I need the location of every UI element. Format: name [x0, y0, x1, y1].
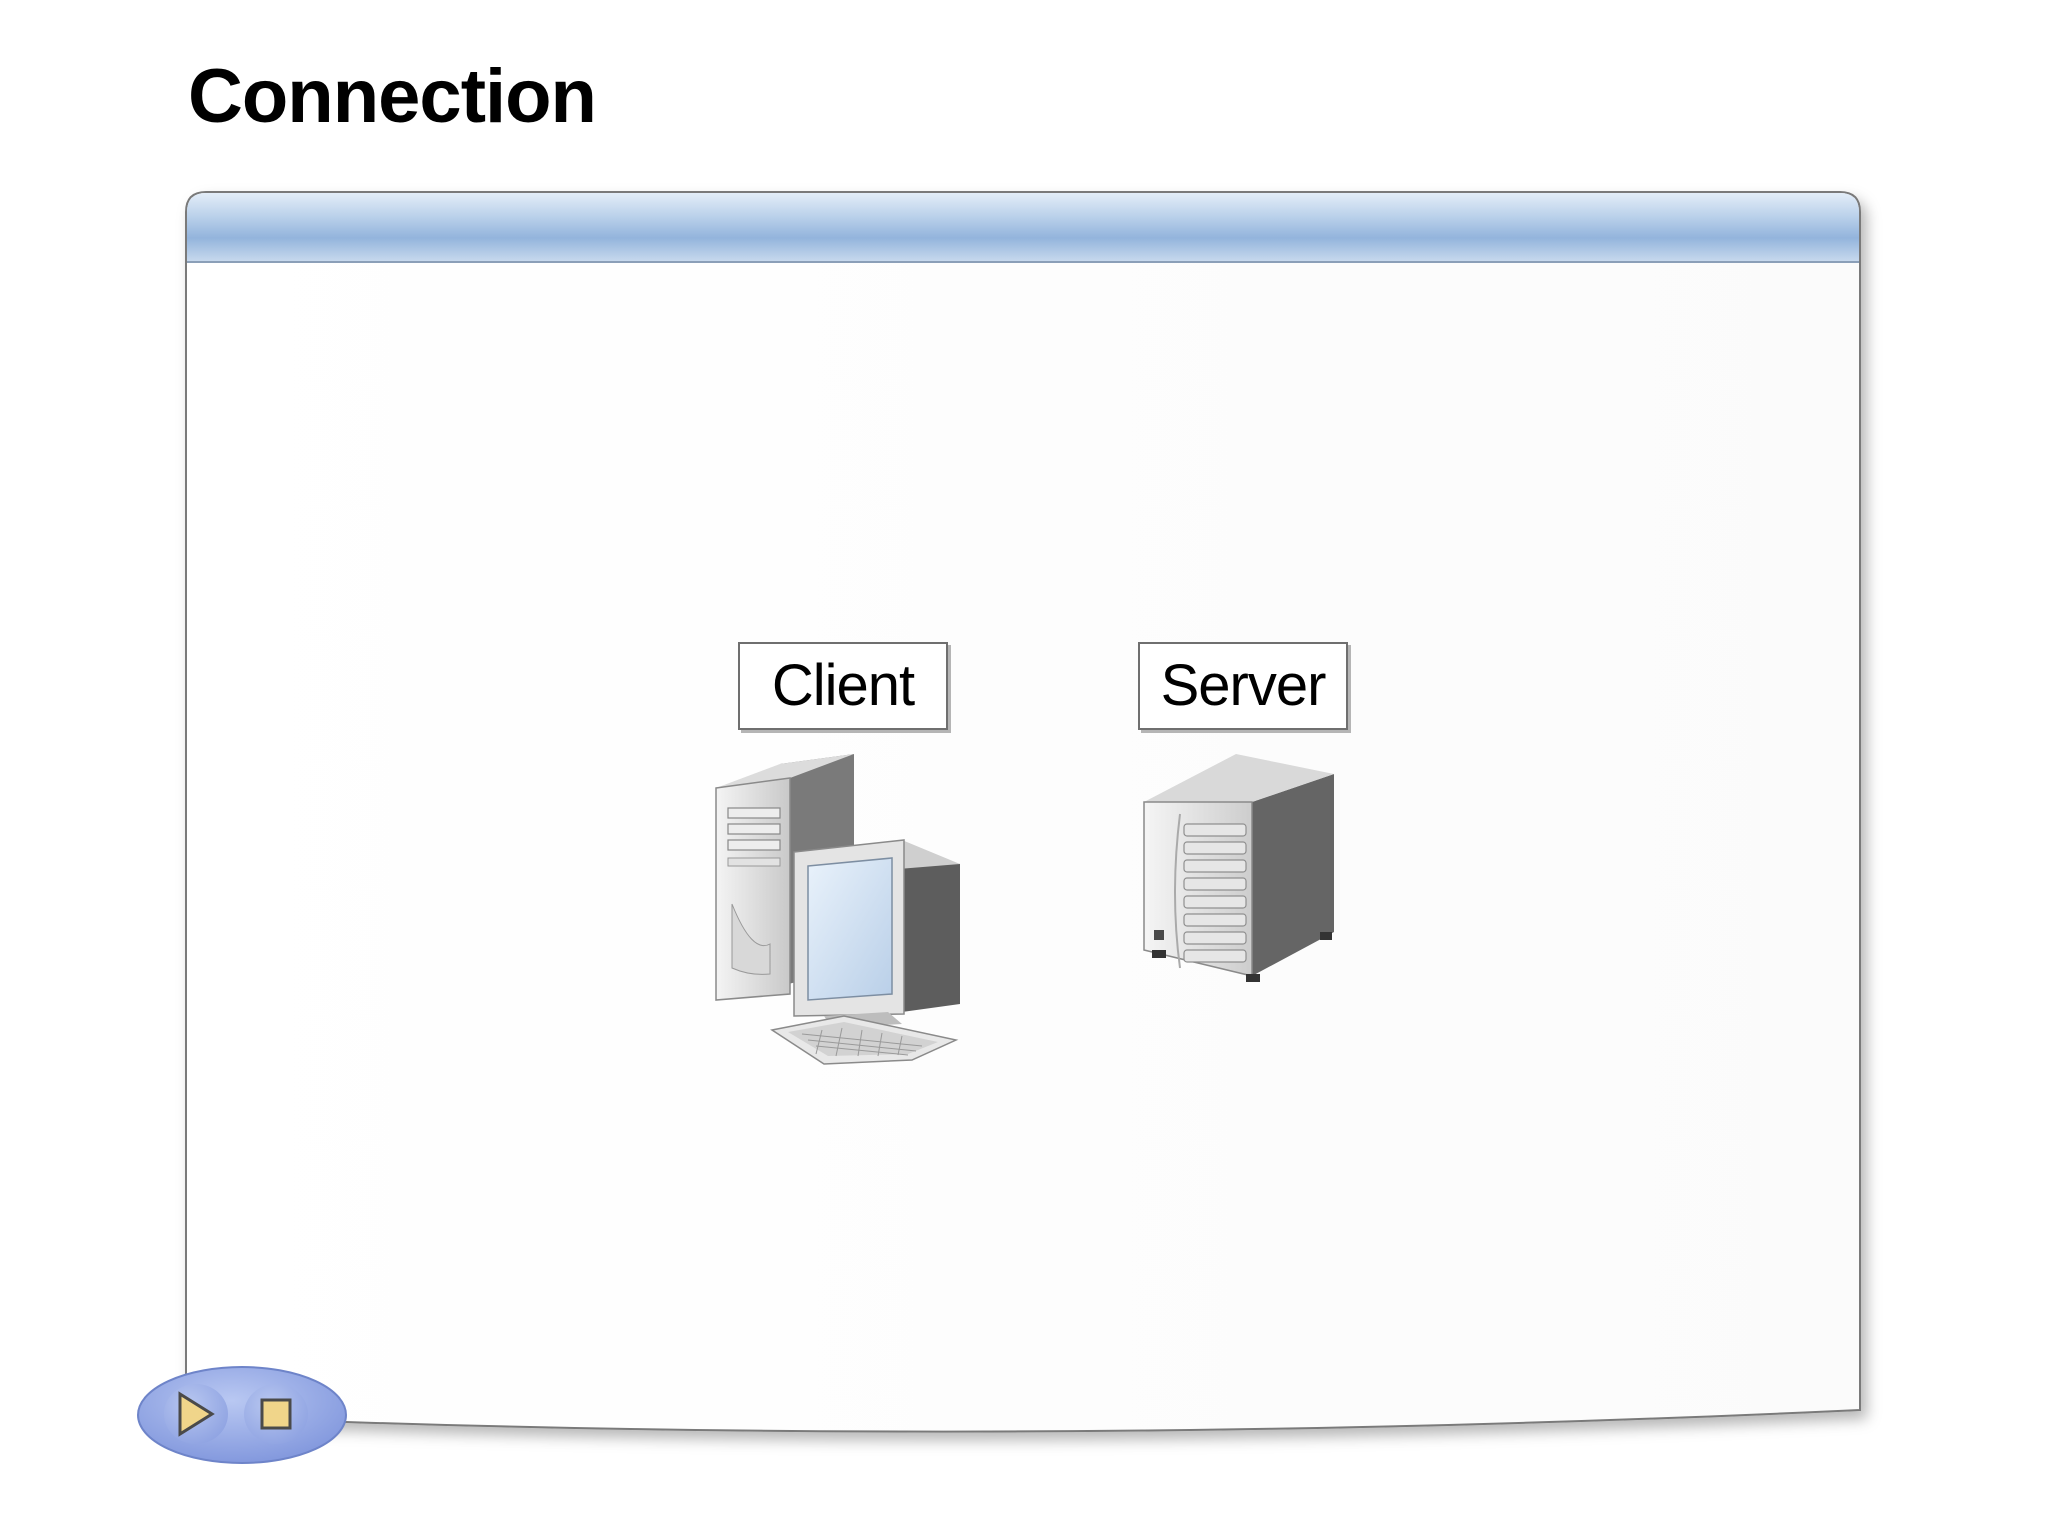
stop-button[interactable] — [246, 1384, 306, 1444]
server-label: Server — [1138, 642, 1348, 730]
play-icon — [178, 1391, 215, 1437]
stop-icon — [260, 1398, 292, 1430]
client-label: Client — [738, 642, 948, 730]
play-button[interactable] — [166, 1384, 226, 1444]
desktop-computer-icon — [712, 754, 980, 1068]
content-window — [185, 191, 1861, 1434]
server-icon — [1140, 754, 1338, 984]
slide-title: Connection — [188, 54, 597, 139]
window-frame-graphic — [185, 191, 1861, 1433]
animation-controls — [136, 1364, 348, 1466]
